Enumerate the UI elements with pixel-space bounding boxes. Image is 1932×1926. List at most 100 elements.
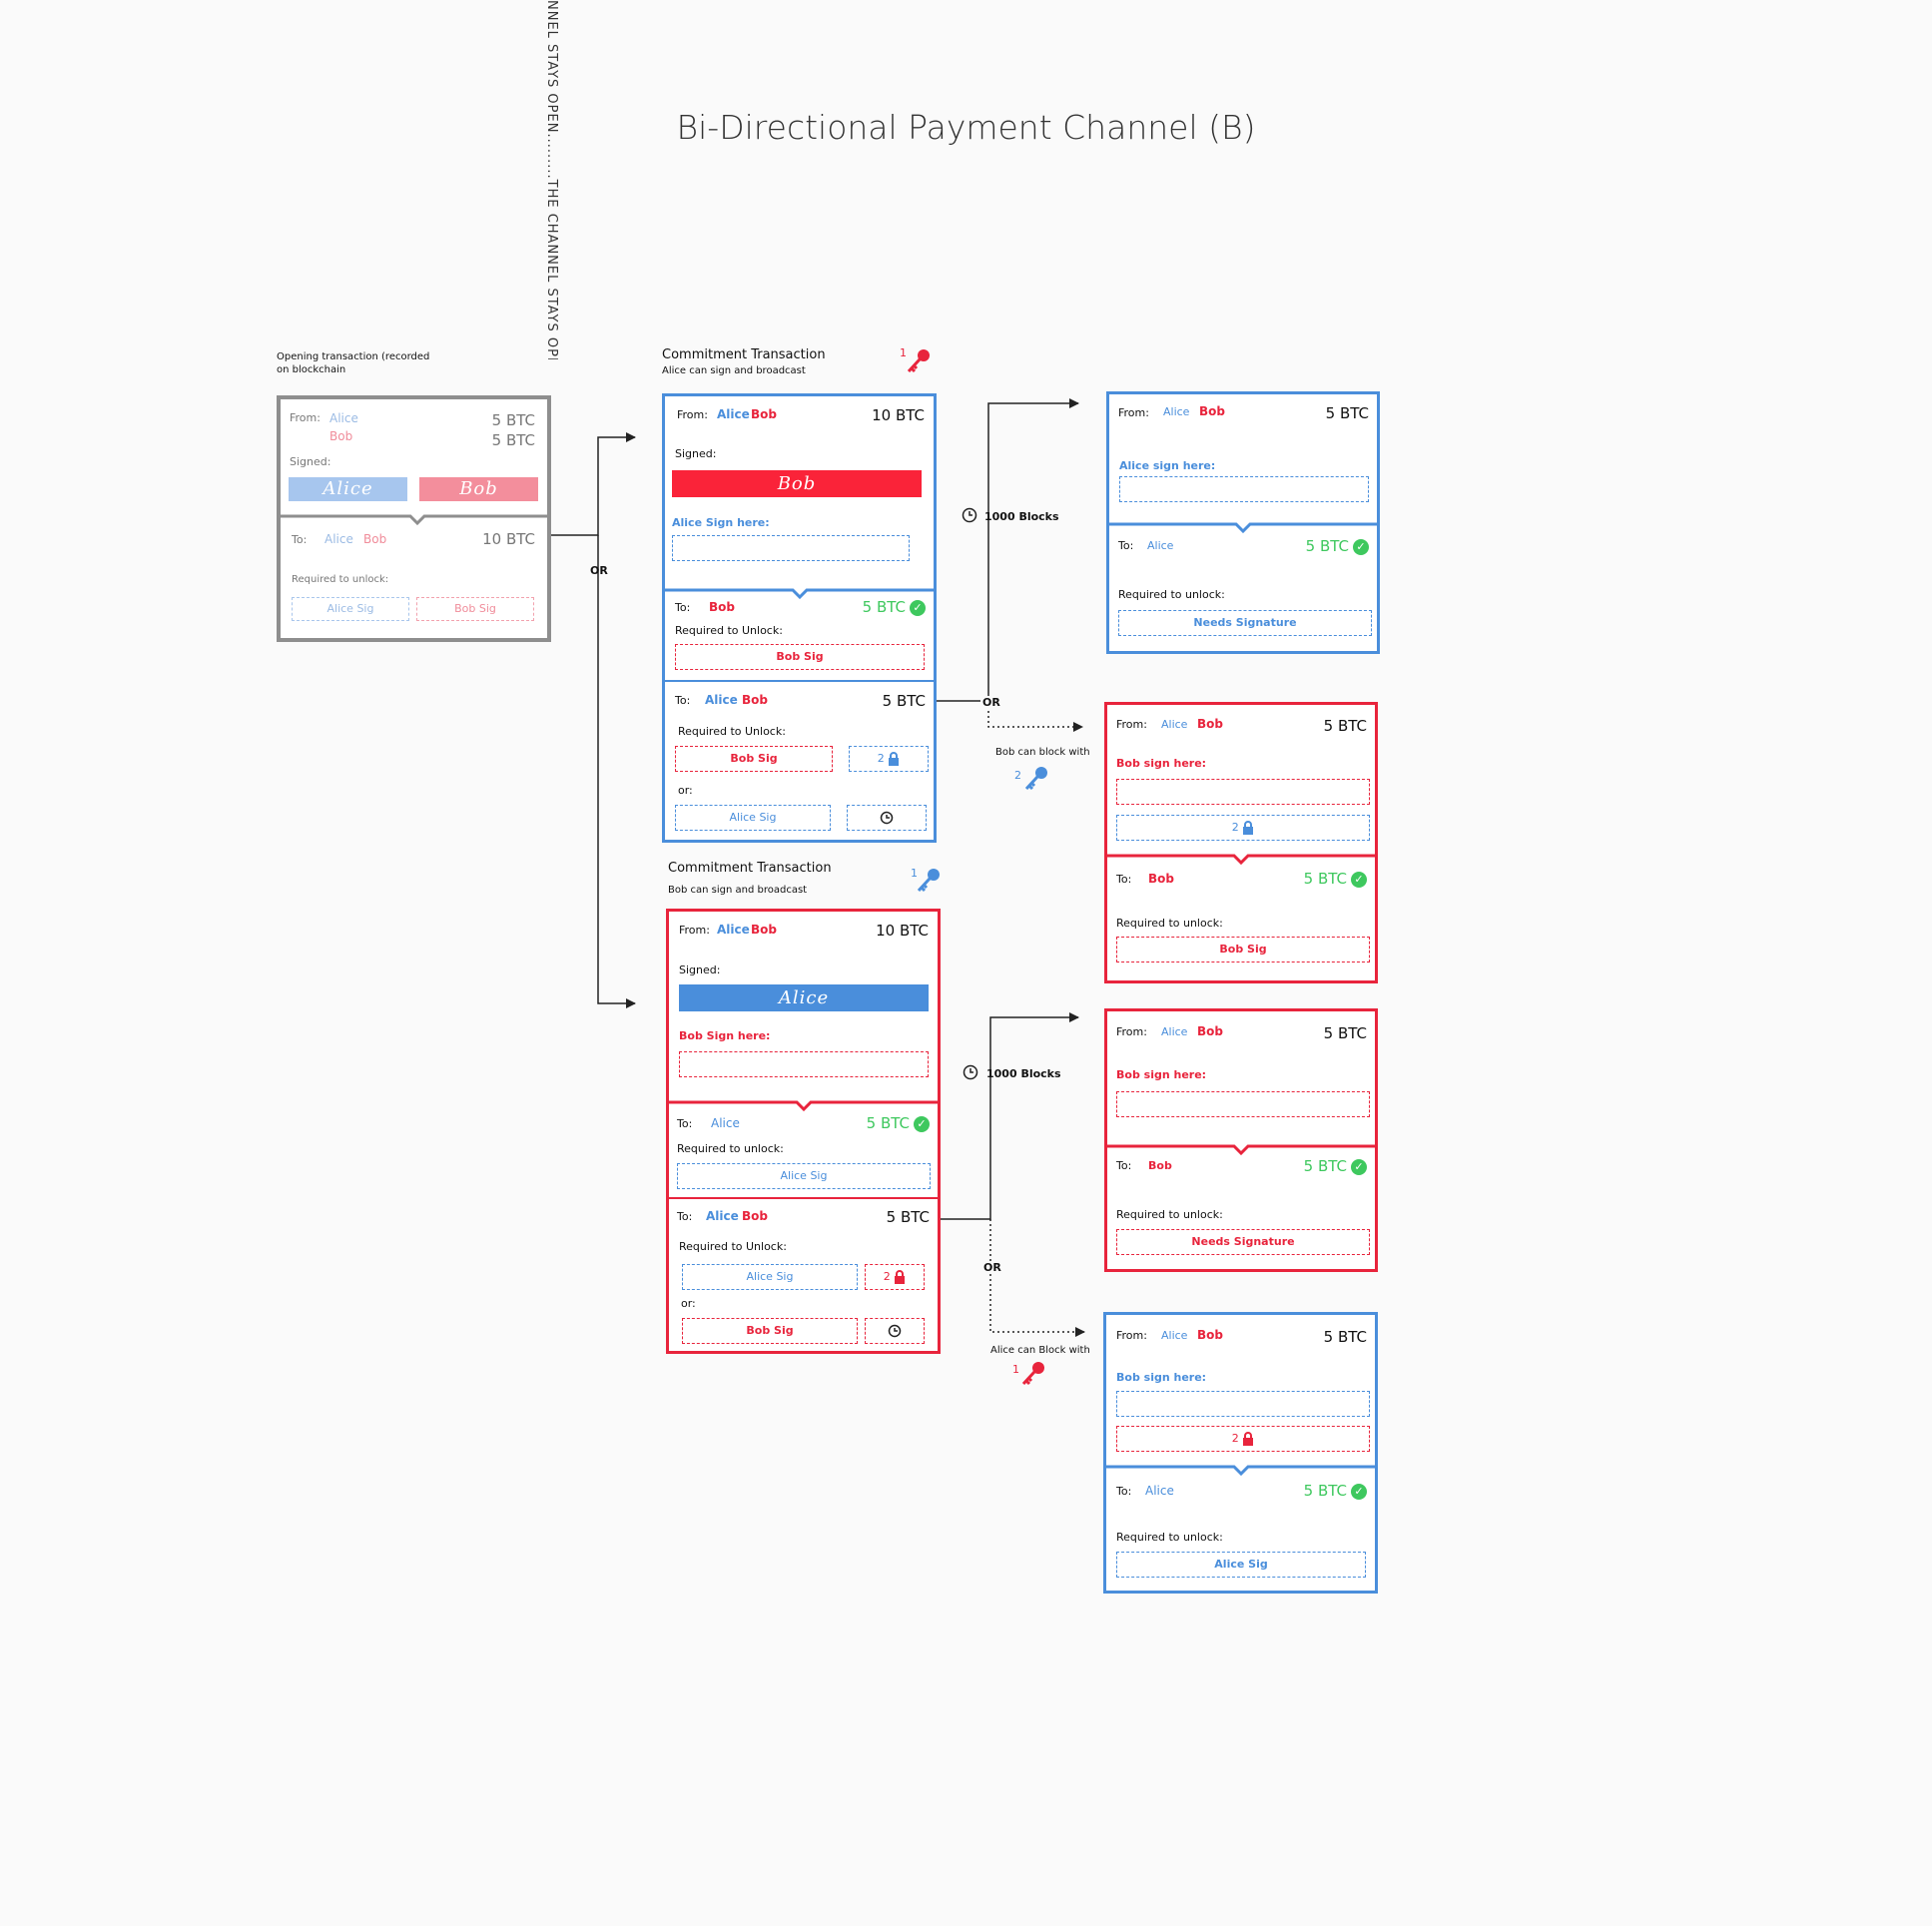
out1-bob-sig: Bob Sig (675, 644, 925, 670)
bob-sign-field[interactable] (1116, 1091, 1370, 1117)
revocation-lock: 2 (1116, 815, 1370, 841)
commit-a-subtitle: Alice can sign and broadcast (662, 365, 806, 376)
lock-icon (1243, 821, 1254, 835)
signed-label: Signed: (675, 447, 717, 460)
section-divider (281, 514, 547, 526)
key-icon (917, 869, 940, 893)
from-label: From: (1116, 1329, 1147, 1342)
out2-amount: 5 BTC (882, 692, 926, 710)
check-icon: ✓ (1353, 538, 1369, 555)
to-amount: 5 BTC✓ (1304, 1482, 1367, 1500)
arrow-to-commit-a (539, 432, 636, 536)
out2-req-label: Required to Unlock: (678, 725, 786, 738)
commitment-b-card: From: Alice Bob 10 BTC Signed: Alice Bob… (666, 909, 941, 1354)
req-label: Required to unlock: (1118, 588, 1225, 601)
from-bob: Bob (329, 429, 353, 443)
from-bob: Bob (1199, 404, 1225, 418)
check-icon: ✓ (1351, 1483, 1367, 1500)
check-icon: ✓ (914, 1115, 930, 1132)
sign-here-label: Bob Sign here: (679, 1029, 771, 1042)
amount: 5 BTC (1325, 404, 1369, 422)
settlement-r3-card: From: Alice Bob 5 BTC Bob sign here: To:… (1104, 1008, 1378, 1272)
alice-amount: 5 BTC (491, 411, 535, 429)
from-alice: Alice (1161, 1329, 1188, 1342)
clock-icon (888, 1324, 902, 1338)
needs-signature-field: Needs Signature (1116, 1229, 1370, 1255)
settlement-r2-card: From: Alice Bob 5 BTC Bob sign here: 2 T… (1104, 702, 1378, 983)
from-bob: Bob (1197, 717, 1223, 731)
key-icon (1021, 1362, 1044, 1386)
revocation-lock: 2 (1116, 1426, 1370, 1452)
bob-signature: Bob (672, 470, 922, 497)
alice-signature: Alice (679, 984, 929, 1011)
amount: 10 BTC (876, 922, 929, 940)
out1-amount: 5 BTC✓ (867, 1114, 930, 1132)
out2-revocation-lock: 2 (865, 1264, 925, 1290)
clock-icon (963, 1064, 978, 1080)
out1-to-label: To: (677, 1117, 693, 1130)
amount: 10 BTC (872, 406, 925, 424)
to-label: To: (1116, 1159, 1132, 1172)
out2-alice-sig: Alice Sig (682, 1264, 858, 1290)
commit-b-subtitle: Bob can sign and broadcast (668, 885, 808, 896)
clock-icon (880, 811, 894, 825)
key-icon (1024, 767, 1047, 791)
req-alice-sig: Alice Sig (292, 597, 409, 621)
bob-sign-field[interactable] (679, 1051, 929, 1077)
out1-amount: 5 BTC✓ (863, 598, 926, 616)
amount: 5 BTC (1323, 717, 1367, 735)
req-label: Required to unlock: (1116, 917, 1223, 930)
from-alice: Alice (329, 411, 358, 425)
out2-alice: Alice (706, 1209, 739, 1223)
signed-label: Signed: (679, 963, 721, 976)
commit-a-key-num: 1 (900, 346, 907, 359)
section-divider (1103, 1465, 1378, 1477)
section-divider (1104, 1144, 1378, 1156)
branch-a-or: OR (980, 696, 1002, 709)
to-label: To: (1116, 873, 1132, 886)
to-label: To: (1116, 1485, 1132, 1498)
from-alice: Alice (1161, 718, 1188, 731)
lock-icon (1243, 1432, 1254, 1446)
branch-b-key-num: 1 (1012, 1363, 1019, 1376)
from-label: From: (1116, 1025, 1147, 1038)
bob-sig-field: Bob Sig (1116, 937, 1370, 963)
to-bob: Bob (363, 532, 387, 546)
commit-b-title: Commitment Transaction (668, 861, 832, 876)
branch-b-block-note: Alice can Block with (990, 1345, 1090, 1356)
needs-signature-field: Needs Signature (1118, 610, 1372, 636)
req-label: Required to unlock: (1116, 1208, 1223, 1221)
to-amount: 5 BTC✓ (1304, 870, 1367, 888)
lock-icon (889, 752, 900, 766)
out1-name: Alice (711, 1116, 740, 1130)
commit-a-title: Commitment Transaction (662, 347, 826, 362)
from-bob: Bob (1197, 1328, 1223, 1342)
out2-alice: Alice (705, 693, 738, 707)
section-divider (666, 1100, 941, 1112)
to-name: Bob (1148, 1159, 1172, 1172)
from-bob: Bob (751, 407, 777, 421)
branch-a-key-num: 2 (1014, 769, 1021, 782)
to-label: To: (1118, 539, 1134, 552)
to-label: To: (292, 533, 308, 546)
out2-bob: Bob (742, 1209, 768, 1223)
arrow-to-r1 (934, 398, 1079, 702)
signed-label: Signed: (290, 455, 331, 468)
to-amount: 5 BTC✓ (1306, 537, 1369, 555)
sign-here-label: Bob sign here: (1116, 1068, 1207, 1081)
to-alice: Alice (324, 532, 353, 546)
vertical-channel-text: NNEL STAYS OPEN.........THE CHANNEL STAY… (544, 0, 559, 359)
bob-sign-field[interactable] (1116, 779, 1370, 805)
check-icon: ✓ (910, 599, 926, 616)
out2-bob-sig: Bob Sig (675, 746, 833, 772)
from-bob: Bob (1197, 1024, 1223, 1038)
lock-icon (895, 1270, 906, 1284)
amount: 5 BTC (1323, 1024, 1367, 1042)
section-divider (662, 680, 937, 682)
opening-caption-line1: Opening transaction (recorded (277, 351, 430, 362)
alice-sign-field[interactable] (672, 535, 910, 561)
to-name: Alice (1147, 539, 1174, 552)
section-divider (662, 588, 937, 600)
alice-sign-field[interactable] (1119, 476, 1369, 502)
bob-sign-field[interactable] (1116, 1391, 1370, 1417)
